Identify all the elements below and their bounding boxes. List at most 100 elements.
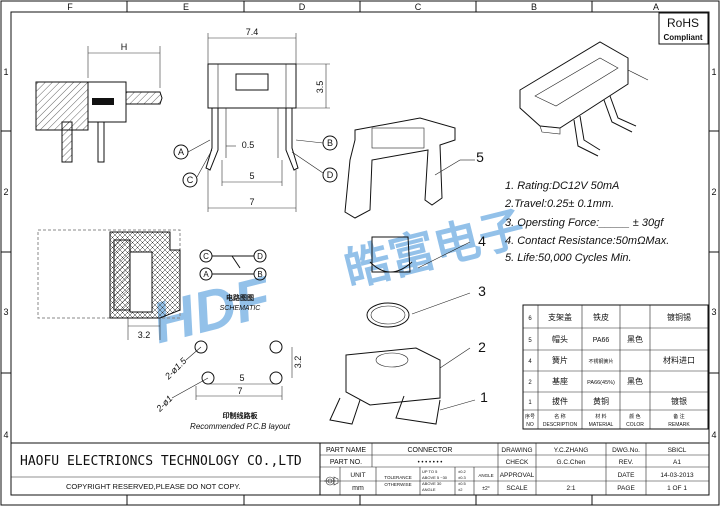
callout-5: 5 xyxy=(476,149,484,165)
watermark-text: 皓富电子 xyxy=(339,201,530,296)
rohs-badge: RoHS Compliant xyxy=(658,12,709,45)
bom-no: 4 xyxy=(528,359,532,365)
schematic-b: B xyxy=(257,270,262,279)
pcb-layout: 2-ø1.5 2-ø1 5 7 3.2 印制线路板 Recommended P.… xyxy=(154,340,303,431)
bom-no: 1 xyxy=(528,400,532,406)
row-marker: 4 xyxy=(711,430,716,440)
bom-desc: 拔件 xyxy=(552,396,568,406)
title-block: HAOFU ELECTRIONCS TECHNOLOGY CO.,LTD COP… xyxy=(10,442,710,496)
bom-remark: 材料进口 xyxy=(663,355,695,365)
row-marker: 3 xyxy=(3,307,8,317)
pcb-title-cn: 印制线路板 xyxy=(223,411,259,420)
row-markers: 1 2 3 4 1 2 3 4 xyxy=(3,67,716,440)
bom-row: 4 簧片 不锈钢簧片 材料进口 xyxy=(528,355,695,365)
dim-3-5: 3.5 xyxy=(315,81,325,94)
bom-no: 2 xyxy=(528,380,532,386)
row-marker: 1 xyxy=(711,67,716,77)
callout-4: 4 xyxy=(478,233,486,249)
bom-material: 黄铜 xyxy=(593,396,609,406)
bom-remark: 镀银 xyxy=(671,396,687,406)
bom-color: 黑色 xyxy=(627,334,643,344)
bom-header-desc-cn: 名 称 xyxy=(554,413,565,420)
approval-label: APPROVAL xyxy=(500,472,535,479)
spec-force: 3. Opersting Force:_____ ± 30gf xyxy=(505,217,664,229)
bom-header-no-cn: 序号 xyxy=(525,413,535,420)
unit-label: UNIT xyxy=(350,472,365,479)
page-label: PAGE xyxy=(617,485,635,492)
col-marker: C xyxy=(415,2,422,12)
col-marker: B xyxy=(531,2,537,12)
bom-desc: 支架盖 xyxy=(548,312,572,322)
bom-desc: 簧片 xyxy=(552,355,568,365)
bom-material: 不锈钢簧片 xyxy=(588,358,613,365)
col-marker: A xyxy=(653,2,659,12)
scale-value: 2:1 xyxy=(566,485,575,492)
pin-a-label: A xyxy=(178,147,184,157)
bom-desc: 帽头 xyxy=(552,334,568,344)
bom-material: PA66 xyxy=(593,337,610,344)
dim-3-2: 3.2 xyxy=(138,330,151,340)
dim-5: 5 xyxy=(249,171,254,181)
schematic-a: A xyxy=(203,270,209,279)
bom-table: 6 支架盖 铁皮 镀铜锡 5 帽头 PA66 黑色 4 簧片 不锈钢簧片 材料进… xyxy=(522,304,709,430)
bom-material: 铁皮 xyxy=(593,312,609,322)
pin-c-label: C xyxy=(187,175,194,185)
spec-travel: 2.Travel:0.25± 0.1mm. xyxy=(504,198,614,210)
page-value: 1 OF 1 xyxy=(667,485,687,492)
row-marker: 2 xyxy=(711,187,716,197)
bom-header: 序号 NO 名 称 DESCRIPTION 材 料 MATERIAL 颜 色 C… xyxy=(525,413,690,428)
part-name-value: CONNECTOR xyxy=(408,447,453,454)
cross-section-view: 3.2 xyxy=(37,229,181,340)
scale-label: SCALE xyxy=(506,485,528,492)
schematic-title-en: SCHEMATIC xyxy=(220,305,262,312)
part-no-value: • • • • • • • xyxy=(418,460,443,466)
spec-resistance: 4. Contact Resistance:50mΩMax. xyxy=(505,235,669,247)
company-name: HAOFU ELECTRIONCS TECHNOLOGY CO.,LTD xyxy=(20,454,302,469)
front-view: 7.4 3.5 0.5 5 7 A C B xyxy=(173,27,338,212)
bom-no: 5 xyxy=(528,338,532,344)
bom-no: 6 xyxy=(528,316,532,322)
bom-row: 1 拔件 黄铜 镀银 xyxy=(528,396,687,406)
check-value: G.C.Chen xyxy=(557,459,586,466)
dim-pcb-7: 7 xyxy=(237,386,242,396)
bom-desc: 基座 xyxy=(552,376,568,386)
part-no-label: PART NO. xyxy=(330,459,362,466)
projection-symbol-icon xyxy=(324,476,339,486)
tol-range: UP TO 5 xyxy=(422,469,438,474)
tol-value: ±0.3 xyxy=(458,475,467,480)
rev-label: REV. xyxy=(619,459,634,466)
bom-header-remark-cn: 备 注 xyxy=(673,413,684,420)
drawing-label: DRAWING xyxy=(501,447,532,454)
dim-2-phi-1: 2-ø1 xyxy=(154,393,175,414)
callout-1: 1 xyxy=(480,389,488,405)
bom-row: 5 帽头 PA66 黑色 xyxy=(528,334,643,344)
dim-7-4: 7.4 xyxy=(246,27,259,37)
dim-7: 7 xyxy=(249,197,254,207)
dim-2-phi-1-5: 2-ø1.5 xyxy=(162,355,189,382)
unit-value: mm xyxy=(352,485,364,492)
dim-0-5: 0.5 xyxy=(242,140,255,150)
bom-header-desc-en: DESCRIPTION xyxy=(543,422,578,428)
bom-color: 黑色 xyxy=(627,376,643,386)
bom-header-color-cn: 颜 色 xyxy=(629,413,640,420)
tol-value: ±2 xyxy=(458,487,463,492)
check-label: CHECK xyxy=(506,459,529,466)
rohs-subtitle: Compliant xyxy=(663,33,702,42)
row-marker: 1 xyxy=(3,67,8,77)
callout-3: 3 xyxy=(478,283,486,299)
schematic-c: C xyxy=(203,252,209,261)
specifications: 1. Rating:DC12V 50mA 2.Travel:0.25± 0.1m… xyxy=(504,180,669,264)
spec-life: 5. Life:50,000 Cycles Min. xyxy=(505,252,632,264)
bom-header-remark-en: REMARK xyxy=(668,422,690,428)
angle-label: ANGLE xyxy=(478,473,493,478)
schematic-title-cn: 电路图图 xyxy=(226,293,254,302)
bom-remark: 镀铜锡 xyxy=(667,312,691,322)
angle-value: ±2° xyxy=(482,486,490,492)
pin-b-label: B xyxy=(327,138,333,148)
part-callouts: 5 4 3 2 1 xyxy=(476,149,488,405)
isometric-view xyxy=(519,41,649,157)
row-marker: 2 xyxy=(3,187,8,197)
pin-d-label: D xyxy=(327,170,334,180)
row-marker: 3 xyxy=(711,307,716,317)
row-marker: 4 xyxy=(3,430,8,440)
